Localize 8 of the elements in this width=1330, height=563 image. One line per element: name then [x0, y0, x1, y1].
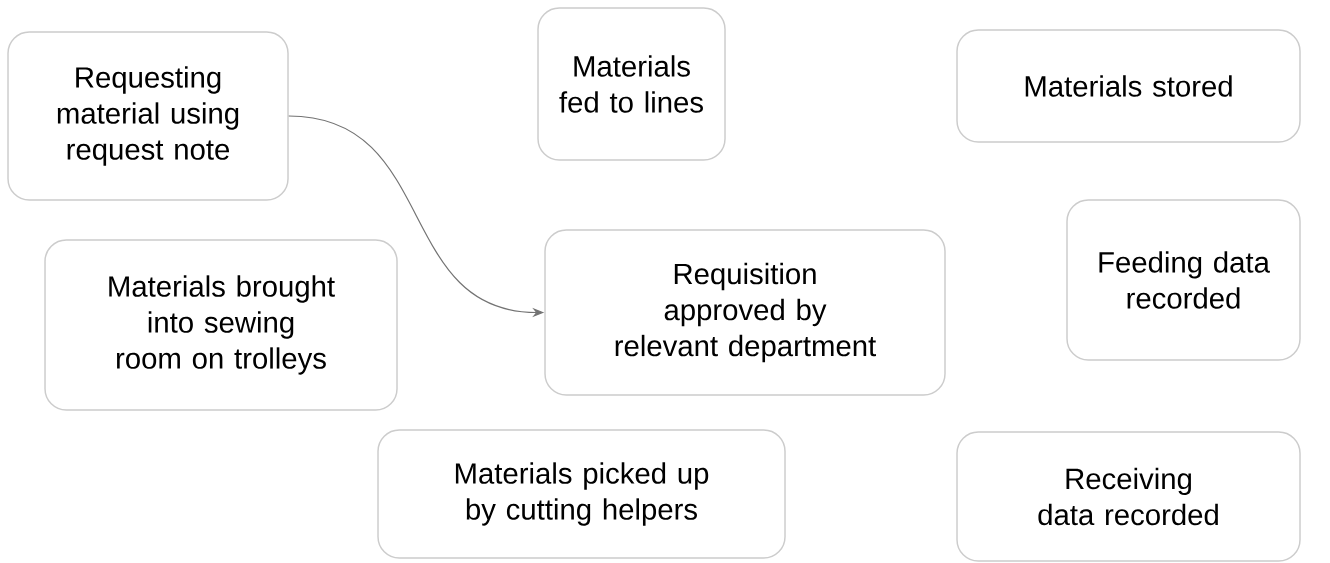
process-box: Requisition approved by relevant department — [544, 229, 946, 396]
process-box: Requesting material using request note — [7, 31, 289, 201]
process-box: Materials fed to lines — [537, 7, 726, 161]
process-box: Receiving data recorded — [956, 431, 1301, 562]
process-box: Feeding data recorded — [1066, 199, 1301, 361]
process-box: Materials picked up by cutting helpers — [377, 429, 786, 559]
process-box: Materials stored — [956, 29, 1301, 143]
process-box: Materials brought into sewing room on trolleys — [44, 239, 398, 411]
